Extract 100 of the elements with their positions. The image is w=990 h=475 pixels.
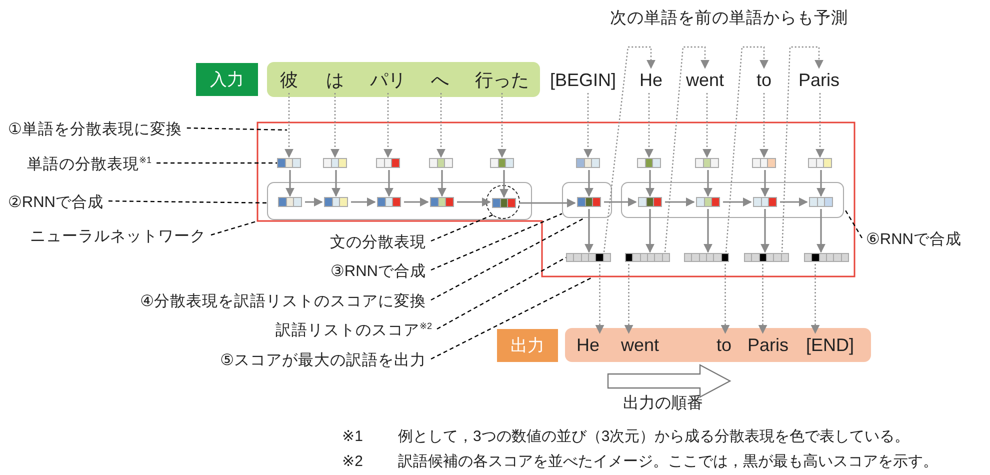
arrow (664, 46, 710, 252)
caption-text: 出力の順番 (623, 394, 703, 414)
annotation-text: ニューラルネットワーク (30, 227, 206, 247)
arrow (704, 209, 712, 253)
vector-bar (277, 158, 301, 168)
annotation-text: 訳語リストのスコア$^{※2}$ (275, 321, 432, 341)
score-bar (744, 253, 789, 262)
word-label: Paris (746, 334, 790, 356)
arrow (384, 170, 394, 197)
section-tag: 入力 (196, 63, 258, 96)
arrow (584, 170, 594, 197)
network-region-outline (257, 122, 855, 277)
arrow (436, 93, 446, 158)
arrow (646, 209, 654, 253)
arrow (646, 170, 654, 197)
arrow (760, 93, 768, 158)
vector-bar (695, 158, 719, 168)
footnote-text: 訳語候補の各スコアを並べたイメージ。ここでは，黒が最も高いスコアを示す。 (398, 452, 938, 472)
annotation-text: ②RNNで合成 (8, 193, 104, 213)
leader-line (843, 208, 863, 238)
word-label: は (324, 69, 346, 91)
arrow (286, 170, 294, 197)
vector-bar (278, 197, 302, 207)
arrow (760, 209, 770, 253)
vector-bar (490, 158, 514, 168)
annotation-text: ⑤スコアが最大の訳語を出力 (220, 351, 426, 371)
vector-bar (696, 197, 720, 207)
arrow (384, 93, 392, 158)
arrow (810, 264, 820, 334)
word-label: [END] (804, 334, 856, 356)
score-bar (625, 253, 670, 262)
annotation-text: ③RNNで合成 (330, 262, 426, 282)
annotation-text: ⑥RNNで合成 (866, 230, 962, 250)
word-label: パリ (368, 69, 408, 91)
annotation-text: ④分散表現を訳語リストのスコアに変換 (140, 292, 426, 312)
word-label: Paris (796, 69, 842, 91)
arrow (498, 93, 506, 158)
arrow (760, 170, 770, 197)
vector-bar (637, 158, 661, 168)
arrow (284, 93, 294, 158)
leader-line (108, 200, 267, 204)
arrow (780, 198, 808, 206)
vector-bar (809, 197, 833, 207)
arrow (720, 264, 730, 334)
arrow (603, 46, 656, 252)
arrow (816, 209, 826, 253)
leader-line (186, 127, 288, 131)
vector-bar (323, 158, 347, 168)
input-band (267, 62, 540, 97)
vector-bar (376, 158, 400, 168)
word-label: [BEGIN] (548, 69, 618, 91)
output-band (565, 328, 871, 362)
vector-bar (430, 197, 454, 207)
word-label: went (684, 69, 726, 91)
rnn-group-box (267, 182, 532, 220)
leader-line (430, 217, 585, 301)
vector-bar (753, 197, 777, 207)
footnote-mark: ※1 (342, 427, 363, 447)
vector-bar (752, 158, 776, 168)
section-tag: 出力 (497, 329, 558, 362)
arrow (758, 264, 768, 334)
vector-bar (576, 158, 600, 168)
word-label: へ (429, 69, 451, 91)
leader-line (210, 220, 258, 236)
footnote-mark: ※2 (342, 452, 363, 472)
arrow (438, 170, 446, 197)
word-label: 行った (473, 69, 531, 91)
leader-line (430, 214, 494, 242)
annotation-text: 次の単語を前の単語からも予測 (610, 8, 848, 28)
leader-line (430, 213, 562, 271)
word-label: He (638, 69, 664, 91)
arrow (330, 93, 340, 158)
arrow (723, 198, 752, 206)
word-label: 彼 (278, 69, 300, 91)
score-bar (566, 253, 611, 262)
word-label: He (574, 334, 602, 356)
word-label: to (714, 334, 734, 356)
score-bar (684, 253, 729, 262)
vector-bar (638, 197, 662, 207)
vector-bar (808, 158, 832, 168)
arrow (500, 170, 508, 198)
arrow (584, 93, 592, 158)
word-label: to (754, 69, 774, 91)
vector-bar (324, 197, 348, 207)
vector-bar (429, 158, 453, 168)
rnn-group-box (621, 182, 844, 218)
dashed-circle (486, 185, 520, 219)
arrow (725, 46, 768, 252)
arrow (351, 198, 376, 206)
arrow (519, 198, 576, 208)
arrow (604, 198, 637, 206)
arrow (332, 170, 340, 197)
word-label: went (618, 334, 662, 356)
leader-line (156, 162, 277, 164)
leader-line (436, 256, 566, 330)
arrow (781, 46, 824, 252)
footnote-text: 例として，3つの数値の並び（3次元）から成る分散表現を色で表している。 (398, 427, 910, 447)
arrow (816, 93, 824, 158)
rnn-group-box (562, 182, 612, 218)
annotation-text: 単語の分散表現$^{※1}$ (27, 155, 152, 175)
